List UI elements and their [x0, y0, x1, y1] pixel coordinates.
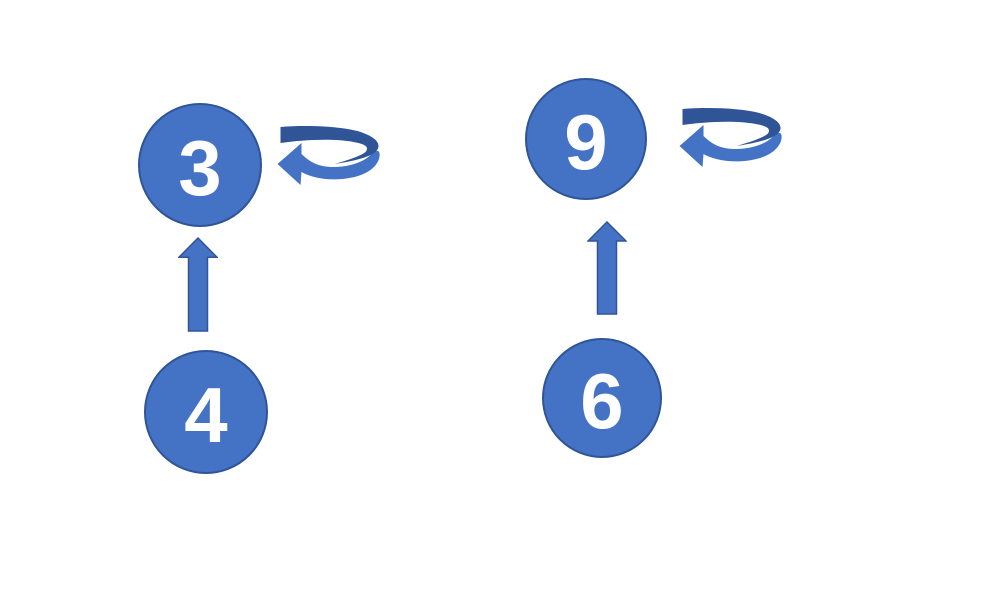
- node-label: 9: [564, 98, 608, 186]
- self-loop-arrow-icon: [679, 108, 782, 167]
- left-top-node-circle: 3: [138, 103, 262, 227]
- up-arrow-icon: [587, 221, 627, 315]
- right-bottom-node-circle: 6: [542, 338, 662, 458]
- node-label: 4: [184, 371, 228, 459]
- up-arrow-icon: [178, 237, 218, 332]
- self-loop-arrow-icon: [277, 126, 380, 185]
- node-label: 3: [178, 124, 222, 212]
- left-bottom-node-circle: 4: [144, 350, 268, 474]
- right-top-node-circle: 9: [525, 78, 647, 200]
- node-label: 6: [580, 357, 624, 445]
